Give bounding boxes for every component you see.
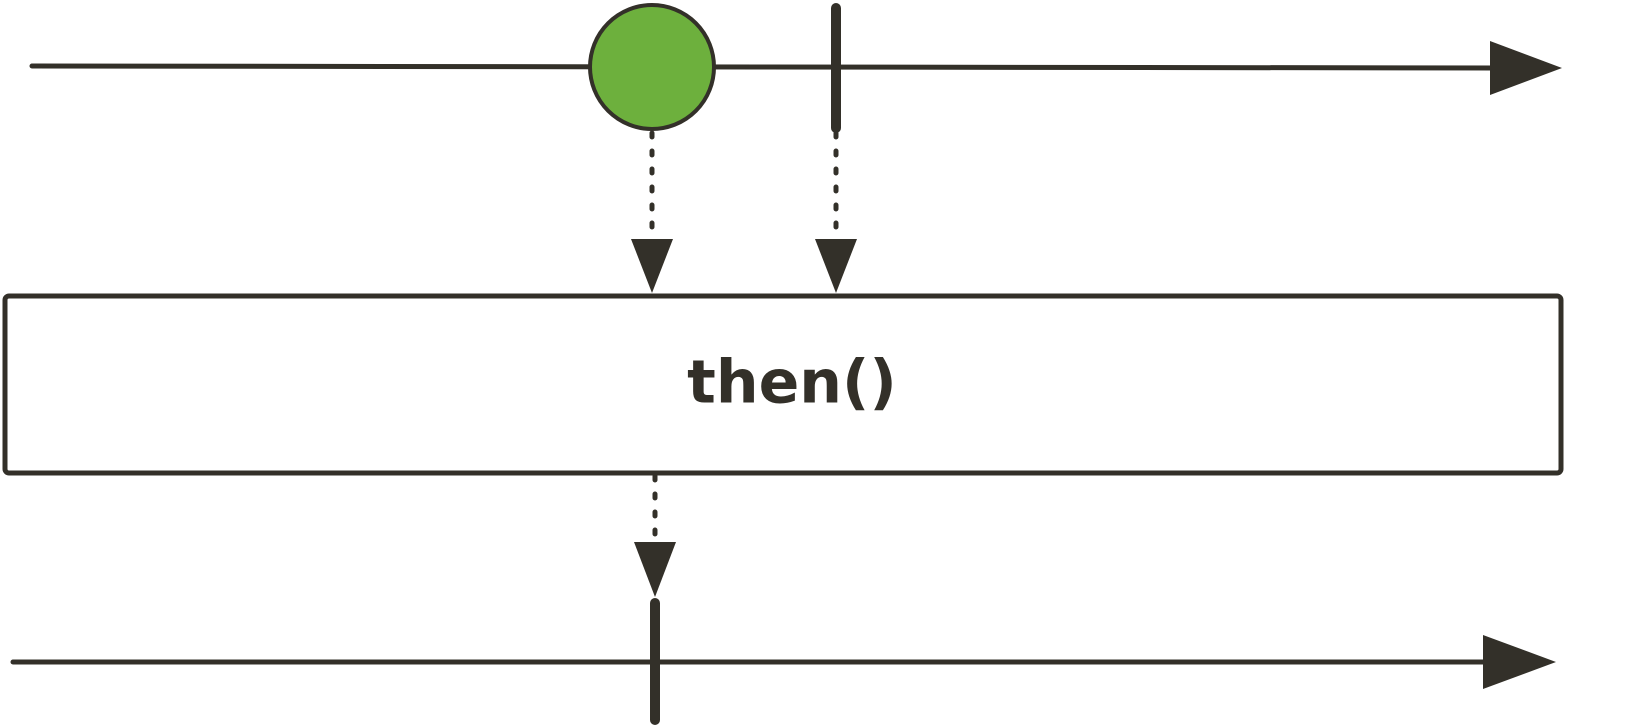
item-to-operator-arrow [631,130,673,293]
operator-label: then() [687,348,897,418]
input-item-marble [588,3,716,131]
operator-to-output-arrow [634,473,676,597]
output-timeline-arrowhead [1483,635,1556,689]
completion-to-operator-arrow [815,130,857,293]
operator-to-output-arrowhead [634,542,676,597]
output-timeline [10,635,1556,689]
input-timeline [29,41,1562,95]
operator-box [2,293,1564,476]
input-timeline-arrowhead [1490,41,1562,95]
completion-to-operator-arrowhead [815,239,857,293]
item-to-operator-arrowhead [631,239,673,293]
input-timeline-line [29,63,1503,71]
